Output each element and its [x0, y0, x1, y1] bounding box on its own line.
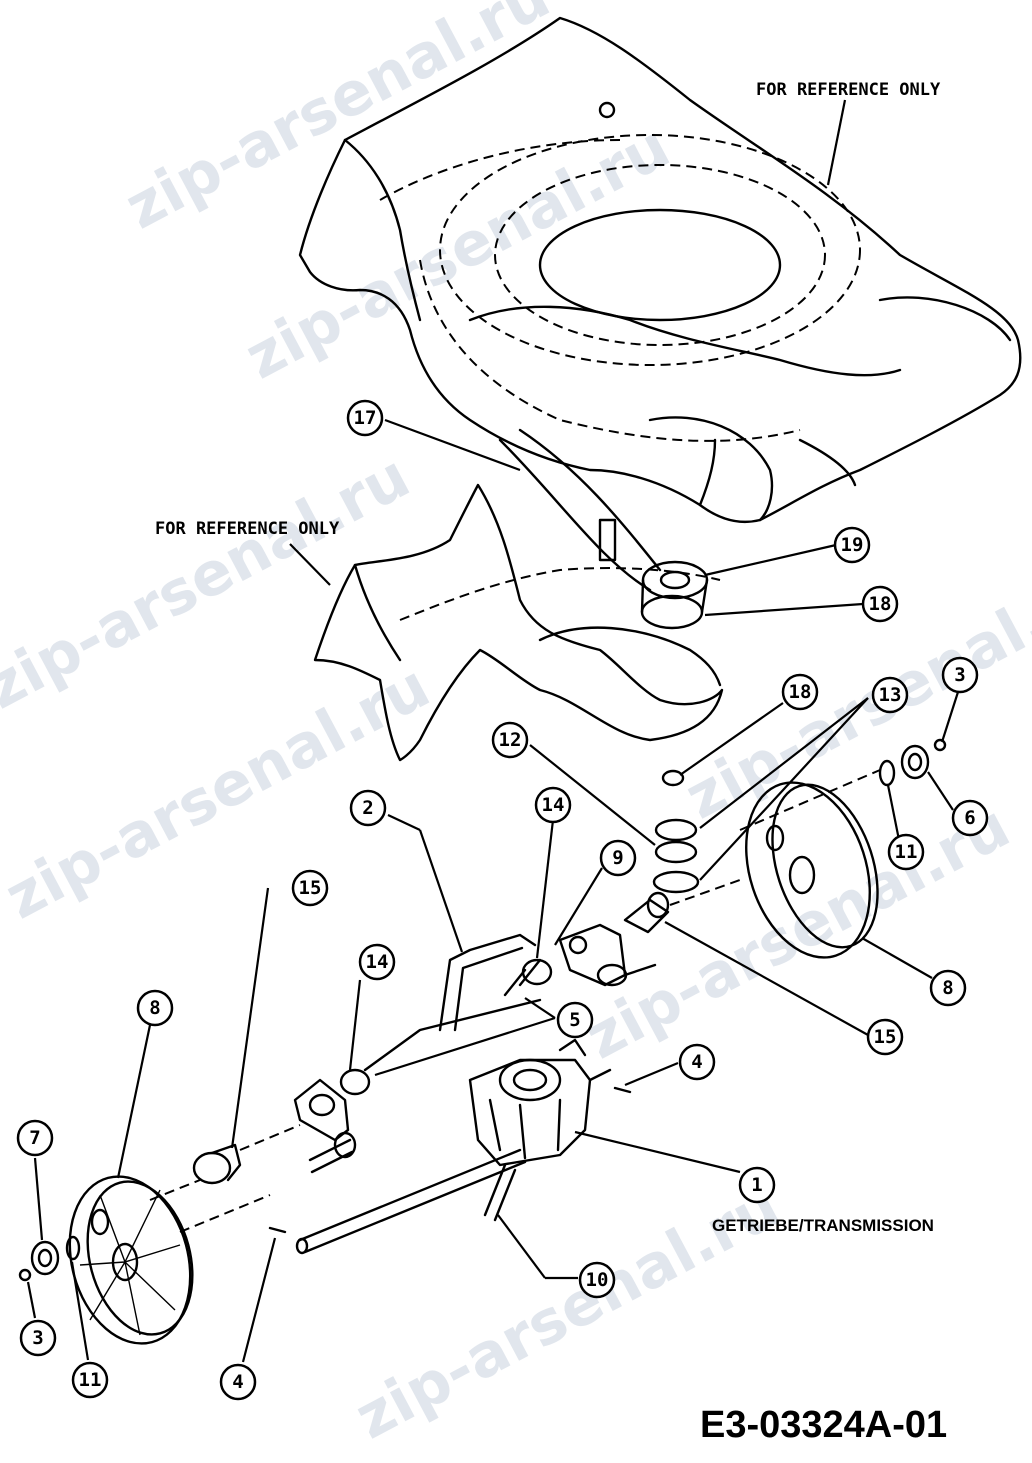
callout-12: 12: [491, 721, 529, 759]
leader-lines: [26, 418, 960, 1363]
svg-text:7: 7: [29, 1127, 40, 1149]
callout-3: 3: [941, 656, 979, 694]
svg-text:12: 12: [499, 729, 522, 751]
svg-text:18: 18: [789, 681, 812, 703]
svg-text:4: 4: [691, 1051, 702, 1073]
svg-text:13: 13: [879, 684, 902, 706]
svg-text:14: 14: [542, 794, 565, 816]
leader-line: [289, 543, 331, 586]
callout-15: 15: [866, 1018, 904, 1056]
wheel-left: [68, 1175, 271, 1345]
callout-13: 13: [871, 676, 909, 714]
svg-text:2: 2: [362, 797, 373, 819]
svg-text:15: 15: [299, 877, 322, 899]
svg-text:4: 4: [232, 1371, 243, 1393]
svg-text:19: 19: [841, 534, 864, 556]
callout-14: 14: [358, 943, 396, 981]
pivot-bracket: [503, 923, 657, 997]
drive-belt: [498, 438, 652, 592]
callout-10: 10: [578, 1261, 616, 1299]
wheel-right: [669, 769, 881, 959]
washer-stack: [652, 769, 700, 894]
cotter-pin-left: [268, 1226, 287, 1234]
svg-text:10: 10: [586, 1269, 609, 1291]
leader-line: [826, 99, 847, 186]
svg-text:5: 5: [569, 1009, 580, 1031]
callout-1: 1: [738, 1166, 776, 1204]
watermark-text: zip-arsenal.ru: [674, 551, 1032, 833]
transmission: [468, 1038, 612, 1167]
svg-text:9: 9: [612, 847, 623, 869]
callout-11: 11: [887, 833, 925, 871]
svg-text:11: 11: [79, 1369, 102, 1391]
reference-note-top: FOR REFERENCE ONLY: [756, 80, 941, 100]
mower-deck: [298, 16, 1022, 524]
callout-7: 7: [16, 1119, 54, 1157]
reference-note-left: FOR REFERENCE ONLY: [155, 519, 340, 539]
axle-bracket-left: [293, 1068, 371, 1174]
svg-text:3: 3: [32, 1327, 43, 1349]
callout-2: 2: [349, 789, 387, 827]
callout-bubbles: 17 19 18 18 13 3 12 6 14 2 9 11 15 14 8 …: [16, 399, 989, 1401]
drive-cover-bracket: [313, 483, 724, 762]
height-adjust-lever: [363, 933, 542, 1072]
svg-text:8: 8: [149, 997, 160, 1019]
drive-belt-inner: [518, 428, 662, 572]
callout-4: 4: [678, 1043, 716, 1081]
spring-pin: [483, 1163, 517, 1222]
callout-19: 19: [833, 526, 871, 564]
svg-text:15: 15: [874, 1026, 897, 1048]
svg-text:1: 1: [751, 1174, 762, 1196]
hub-nut-left: [18, 1235, 81, 1282]
svg-text:18: 18: [869, 593, 892, 615]
callout-8: 8: [929, 969, 967, 1007]
svg-text:6: 6: [964, 807, 975, 829]
svg-text:17: 17: [354, 407, 377, 429]
callout-8: 8: [136, 989, 174, 1027]
callout-17: 17: [346, 399, 384, 437]
callout-3: 3: [19, 1319, 57, 1357]
drive-axle: [295, 1148, 527, 1255]
callout-18: 18: [781, 673, 819, 711]
svg-text:11: 11: [895, 841, 918, 863]
hub-nut-right: [878, 738, 947, 787]
cotter-pin-right: [613, 1086, 632, 1094]
svg-text:14: 14: [366, 951, 389, 973]
pulley: [640, 560, 709, 630]
svg-text:8: 8: [942, 977, 953, 999]
callout-5: 5: [556, 1001, 594, 1039]
bushing-left: [192, 1124, 301, 1185]
svg-text:3: 3: [954, 664, 965, 686]
callout-6: 6: [951, 799, 989, 837]
callout-14: 14: [534, 786, 572, 824]
callout-15: 15: [291, 869, 329, 907]
transmission-note: GETRIEBE/TRANSMISSION: [712, 1216, 934, 1235]
callout-11: 11: [71, 1361, 109, 1399]
callout-9: 9: [599, 839, 637, 877]
drawing-code: E3-03324A-01: [700, 1404, 947, 1446]
callout-4: 4: [219, 1363, 257, 1401]
bushing-right: [623, 891, 670, 934]
callout-18: 18: [861, 585, 899, 623]
